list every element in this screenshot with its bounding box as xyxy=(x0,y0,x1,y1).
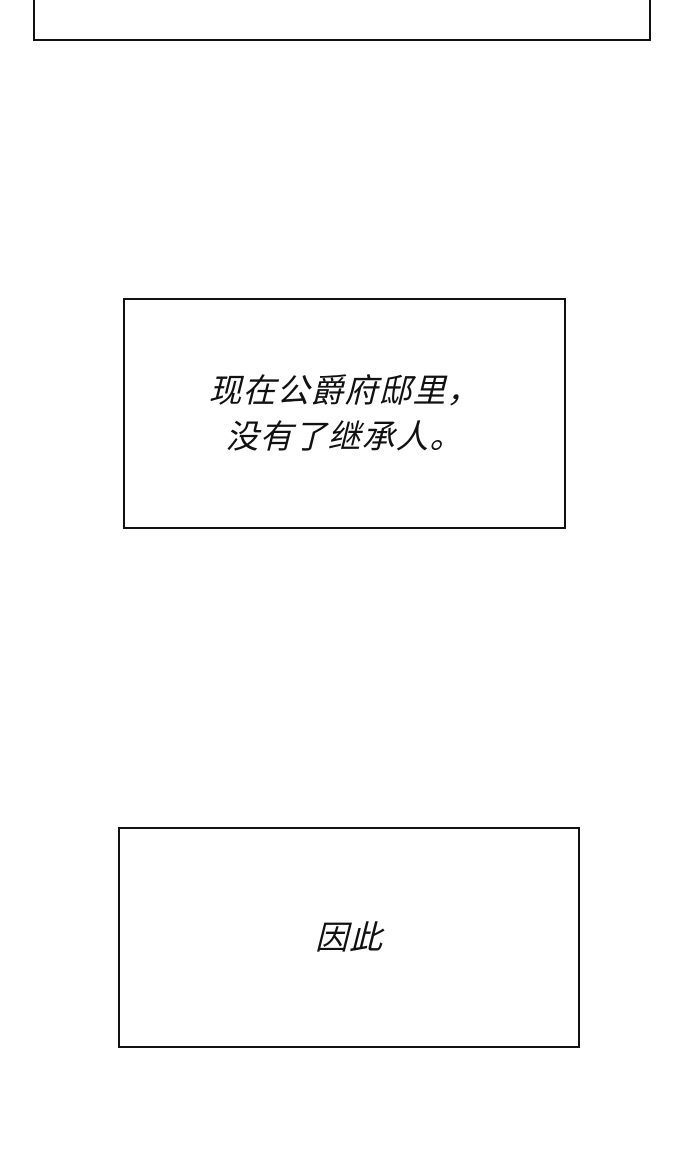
caption-box-top xyxy=(33,0,651,41)
caption-box-therefore: 因此 xyxy=(118,827,580,1048)
caption-box-heir: 现在公爵府邸里， 没有了继承人。 xyxy=(123,298,566,529)
caption-line: 因此 xyxy=(315,917,383,957)
caption-text: 现在公爵府邸里， 没有了继承人。 xyxy=(209,368,481,460)
caption-line: 没有了继承人。 xyxy=(225,416,464,456)
caption-text: 因此 xyxy=(315,915,383,961)
caption-line: 现在公爵府邸里， xyxy=(208,370,481,410)
